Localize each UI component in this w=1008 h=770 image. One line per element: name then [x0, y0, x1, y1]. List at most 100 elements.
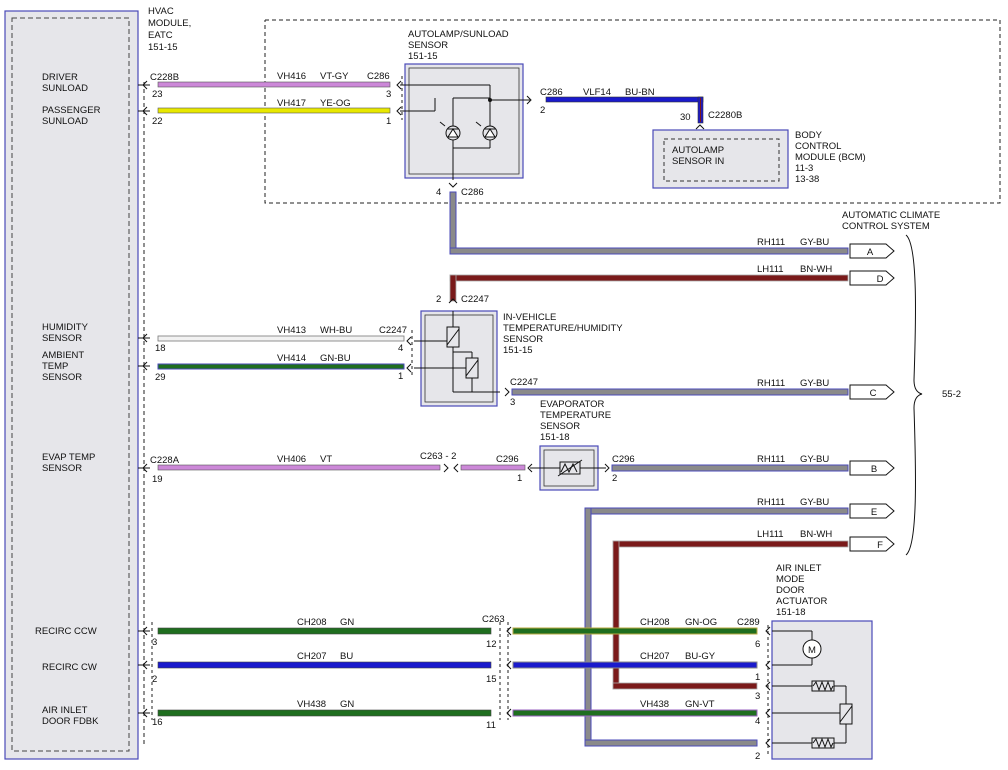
- pin-2-actuator: 2: [755, 751, 760, 762]
- hvac-title-3: EATC: [148, 30, 173, 41]
- wire-lh111-d-id: LH111: [757, 264, 784, 275]
- invehicle-title-2: TEMPERATURE/HUMIDITY: [503, 323, 623, 334]
- wire-rh111-a-color: GY-BU: [800, 237, 829, 248]
- photodiode-circuit: [400, 84, 530, 180]
- motor-icon: [802, 639, 822, 659]
- wire-vh413-color: WH-BU: [320, 325, 352, 336]
- wire-ch208-b: [512, 627, 758, 635]
- recirc-cw-label: RECIRC CW: [42, 662, 97, 673]
- passenger-sunload-label-1: PASSENGER: [42, 105, 101, 116]
- actuator-title-2: MODE: [776, 574, 805, 585]
- tag-f-label: F: [877, 540, 883, 551]
- wire-rh111-e-id: RH111: [757, 497, 785, 508]
- tag-c-label: C: [870, 388, 877, 399]
- conn-c289: C289: [737, 617, 760, 628]
- wire-vh414-color: GN-BU: [320, 353, 351, 364]
- hvac-module-inner-dashed: [11, 17, 130, 752]
- autolamp-ref: 151-15: [408, 51, 438, 62]
- evaporator-thermistor: [530, 459, 606, 477]
- pin-2-recirc: 2: [152, 674, 157, 685]
- pin-6-actuator: 6: [755, 639, 760, 650]
- wire-lh111-d-color: BN-WH: [800, 264, 832, 275]
- pin-1-autolamp: 1: [386, 116, 391, 127]
- bcm-inner-label-2: SENSOR IN: [672, 156, 724, 167]
- bcm-title-5: 13-38: [795, 174, 819, 185]
- wire-ch208-color: GN: [340, 617, 354, 628]
- wire-vh406-color: VT: [320, 454, 332, 465]
- wire-vh438-color: GN: [340, 699, 354, 710]
- wire-vh438-b-id: VH438: [640, 699, 669, 710]
- tag-a[interactable]: A: [849, 243, 895, 259]
- wire-vh413-id: VH413: [277, 325, 306, 336]
- conn-c2247-c: C2247: [510, 377, 538, 388]
- wire-vh438-b-color: GN-VT: [685, 699, 715, 710]
- tag-b-label: B: [871, 464, 877, 475]
- c263-2-arrow-a: [443, 463, 449, 473]
- c286-c-arrow: [448, 182, 458, 188]
- wire-rh111-e-color: GY-BU: [800, 497, 829, 508]
- junction-dot: [488, 98, 492, 102]
- wire-rh111-b-id: RH111: [757, 454, 785, 465]
- tag-a-label: A: [867, 247, 874, 258]
- c263-arrows: [506, 626, 512, 718]
- pin-15: 15: [486, 674, 497, 685]
- wire-ch207-id: CH207: [297, 651, 327, 662]
- c296-a-arrow: [527, 463, 533, 473]
- wire-rh111-c: [511, 388, 849, 396]
- humidity-label-1: HUMIDITY: [42, 322, 89, 333]
- wire-ch207-b: [512, 661, 758, 669]
- pin-arrows: [138, 80, 150, 718]
- evaporator-title-1: EVAPORATOR: [540, 399, 605, 410]
- wire-vh406-id: VH406: [277, 454, 306, 465]
- conn-c2280b: C2280B: [708, 110, 742, 121]
- evaporator-ref: 151-18: [540, 432, 570, 443]
- wire-rh111-b: [611, 464, 849, 472]
- wire-vh417: [157, 107, 391, 114]
- pin-2-invehicle: 2: [436, 294, 441, 305]
- recirc-ccw-label: RECIRC CCW: [35, 626, 97, 637]
- wire-vh417-color: YE-OG: [320, 98, 351, 109]
- passenger-sunload-label-2: SUNLOAD: [42, 116, 88, 127]
- pin-12: 12: [486, 639, 497, 650]
- wire-rh111-e-bottom: [584, 739, 758, 747]
- autolamp-sensor-inner: [408, 67, 520, 175]
- tag-b[interactable]: B: [849, 460, 895, 476]
- hvac-title-1: HVAC: [148, 6, 174, 17]
- tag-e[interactable]: E: [849, 503, 895, 519]
- tag-d-label: D: [877, 274, 884, 285]
- wire-rh111-a: [449, 247, 849, 255]
- invehicle-sensor-inner: [424, 314, 494, 403]
- system-brace: [905, 234, 923, 556]
- conn-c296-a: C296: [496, 454, 519, 465]
- conn-c263: C263: [482, 614, 505, 625]
- pin-1-evaporator: 1: [517, 473, 522, 484]
- bcm-inner-label-1: AUTOLAMP: [672, 145, 724, 156]
- tag-c[interactable]: C: [849, 384, 895, 400]
- c286-b-arrow: [526, 95, 532, 105]
- c2247-b-arrow: [406, 336, 412, 346]
- wire-ch207-color: BU: [340, 651, 353, 662]
- pin-3-autolamp: 3: [386, 89, 391, 100]
- wire-lh111-d: [449, 274, 849, 282]
- wire-ch208: [157, 627, 492, 635]
- wire-rh111-c-color: GY-BU: [800, 378, 829, 389]
- conn-c2247-b: C2247: [379, 325, 407, 336]
- wire-vh438-id: VH438: [297, 699, 326, 710]
- pin-19: 19: [152, 474, 163, 485]
- c2280b-arrow: [695, 124, 705, 130]
- bcm-box: [652, 129, 789, 189]
- wire-vh416-id: VH416: [277, 71, 306, 82]
- actuator-box: [771, 620, 873, 760]
- bcm-area-dashed: [264, 19, 1001, 204]
- driver-sunload-label-2: SUNLOAD: [42, 83, 88, 94]
- tag-f[interactable]: F: [849, 536, 895, 552]
- pin-2-evaporator: 2: [612, 473, 617, 484]
- wire-lh111-d-vertical: [449, 274, 457, 302]
- conn-c263-2: C263 - 2: [420, 451, 456, 462]
- tag-d[interactable]: D: [849, 270, 895, 286]
- conn-c228b: C228B: [150, 72, 179, 83]
- evap-label-1: EVAP TEMP: [42, 452, 95, 463]
- bcm-title-3: MODULE (BCM): [795, 152, 866, 163]
- evaporator-title-2: TEMPERATURE: [540, 410, 611, 421]
